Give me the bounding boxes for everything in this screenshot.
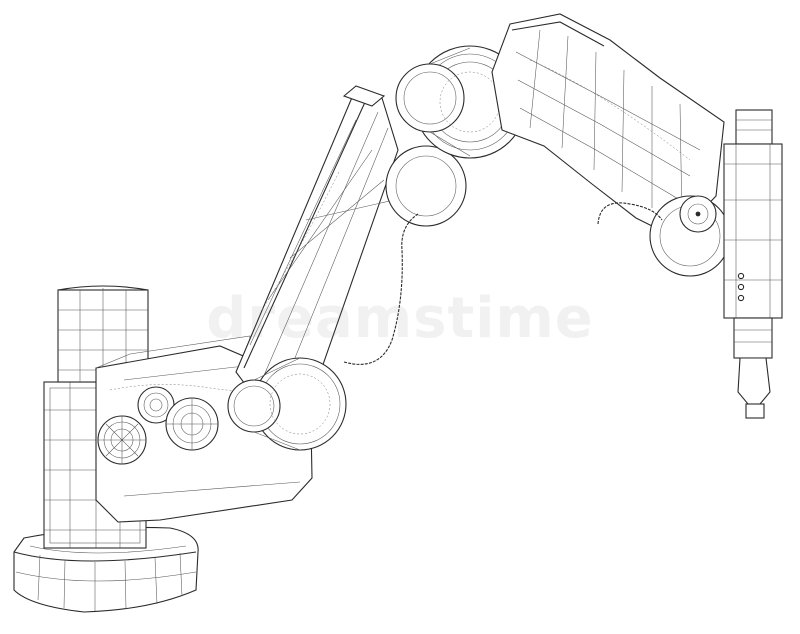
shoulder-joint bbox=[227, 357, 347, 451]
cable bbox=[343, 202, 663, 365]
status-led-1 bbox=[737, 272, 745, 280]
status-led-3 bbox=[737, 294, 745, 302]
base-plate bbox=[13, 526, 199, 613]
wrist-joint bbox=[649, 195, 731, 277]
status-led-2 bbox=[737, 283, 745, 291]
tool-head bbox=[723, 109, 783, 419]
